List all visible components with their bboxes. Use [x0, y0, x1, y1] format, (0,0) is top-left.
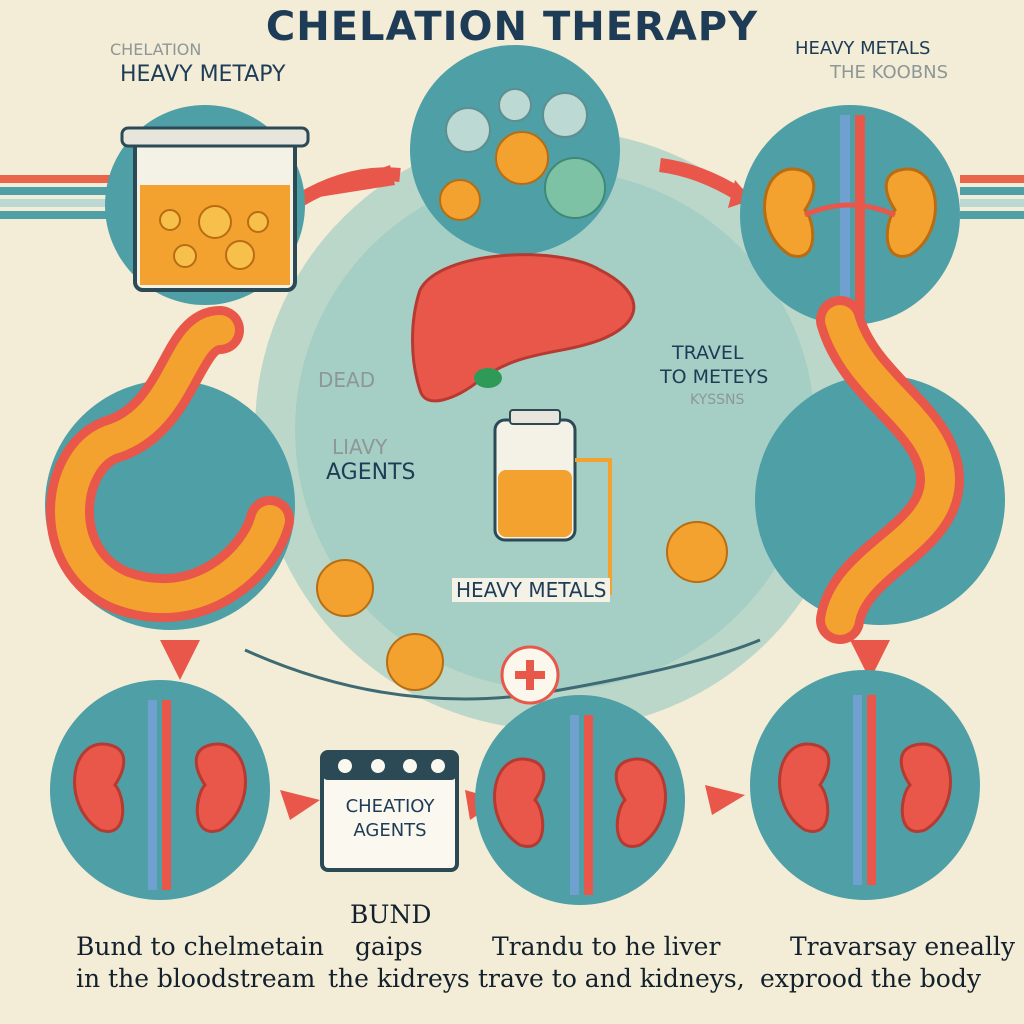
- caption-col2-line2: trave to and kidneys,: [478, 964, 745, 993]
- center-left-agents: AGENTS: [326, 460, 416, 485]
- heavy-metals-label: HEAVY METALS: [452, 578, 611, 602]
- liver-icon: [411, 253, 636, 403]
- center-left-dead: DEAD: [318, 368, 376, 392]
- caption-col1-line2: in the bloodstream: [76, 964, 316, 993]
- caption-col1-line1: Bund to chelmetain: [76, 932, 325, 961]
- arrow-bottom-3: [705, 785, 745, 815]
- center-right-to: TO METEYS: [660, 366, 769, 388]
- center-right-travel: TRAVEL: [672, 342, 744, 364]
- left-stripes: [0, 175, 120, 223]
- card-label-2: AGENTS: [353, 820, 427, 841]
- kidneys-circle-bottom-3: [750, 670, 980, 900]
- arrow-top-right: [659, 158, 744, 201]
- caption-col2-line1: Trandu to he liver: [492, 932, 721, 961]
- top-right-label-2: THE KOOBNS: [830, 62, 949, 83]
- kidneys-circle-bottom-1: [50, 680, 270, 900]
- page-title: CHELATION THERAPY: [265, 4, 759, 50]
- arrow-down-left: [160, 640, 200, 680]
- card-label-1: CHEATIOY: [345, 796, 435, 817]
- kidneys-circle-bottom-2: [475, 695, 685, 905]
- arrow-down-right: [850, 640, 890, 680]
- caption-col1-gap2: the kidreys: [328, 964, 470, 993]
- bund-label: BUND: [350, 900, 432, 929]
- arrow-bottom-1: [280, 790, 320, 820]
- caption-col3-line1: Travarsay eneally: [790, 932, 1016, 961]
- caption-col3-line2: exprood the body: [760, 964, 981, 993]
- center-right-faint: KYSSNS: [690, 392, 745, 408]
- caption-col1-gap: gaips: [355, 932, 423, 961]
- center-left-heavy: LIAVY: [332, 435, 388, 459]
- top-left-label-1: CHELATION: [110, 40, 202, 59]
- top-left-label-2: HEAVY METAPY: [120, 62, 286, 87]
- metal-sphere: [439, 179, 481, 221]
- top-right-label-1: HEAVY METALS: [795, 38, 931, 59]
- right-stripes: [960, 175, 1024, 223]
